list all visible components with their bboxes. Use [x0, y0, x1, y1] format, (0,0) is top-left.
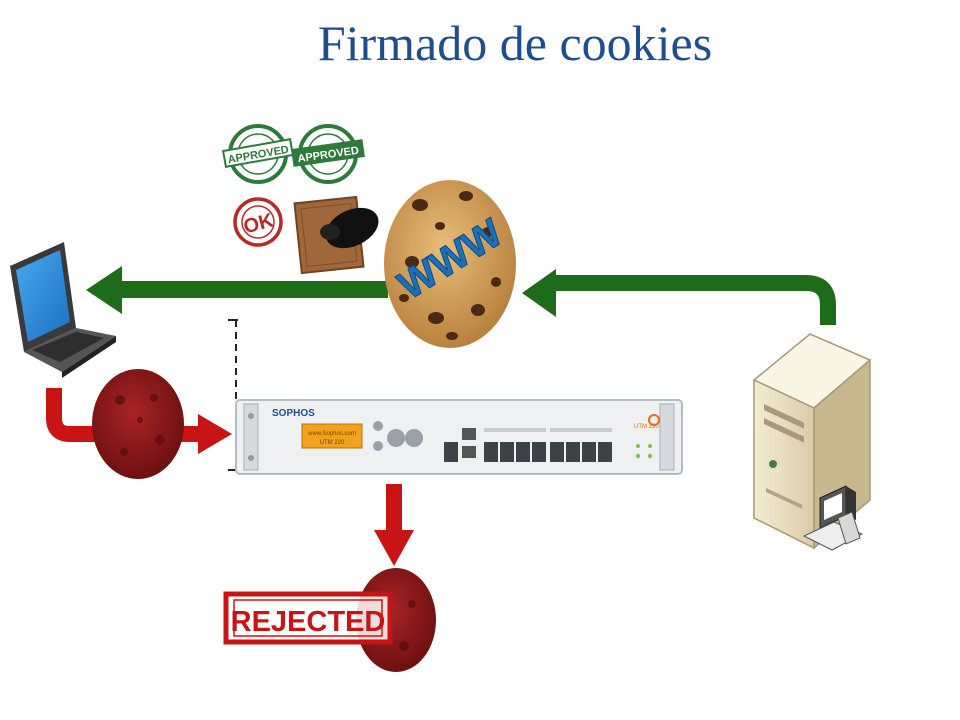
ok-stamp-text: OK	[241, 209, 276, 238]
rejected-stamp-text: REJECTED	[231, 606, 386, 638]
rejected-stamp: REJECTED	[223, 591, 393, 645]
signed-cookie: WWW	[384, 180, 516, 348]
ok-stamp: OK	[233, 197, 283, 247]
firewall-appliance: SOPHOS www.Sophos.com UTM 220 UTM 220	[235, 399, 683, 475]
unsigned-cookie	[92, 369, 184, 479]
page-title: Firmado de cookies	[317, 15, 713, 71]
laptop-icon	[10, 242, 116, 378]
approved-stamp-1: APPROVED	[221, 124, 295, 184]
workstation-icon	[802, 485, 864, 551]
firewall-model: UTM 220	[634, 424, 659, 430]
approved-stamp-2: APPROVED	[291, 124, 365, 184]
green-arrow-cookie-to-laptop	[86, 266, 388, 314]
firewall-brand: SOPHOS	[272, 408, 315, 419]
red-arrow-laptop-to-firewall	[46, 388, 232, 454]
red-arrow-firewall-to-rejected	[374, 484, 414, 566]
rubber-stamp-icon	[293, 195, 379, 275]
firewall-display-line-1: www.Sophos.com	[307, 431, 356, 437]
firewall-display-line-2: UTM 220	[320, 440, 345, 446]
green-arrow-server-to-cookie	[522, 269, 836, 325]
